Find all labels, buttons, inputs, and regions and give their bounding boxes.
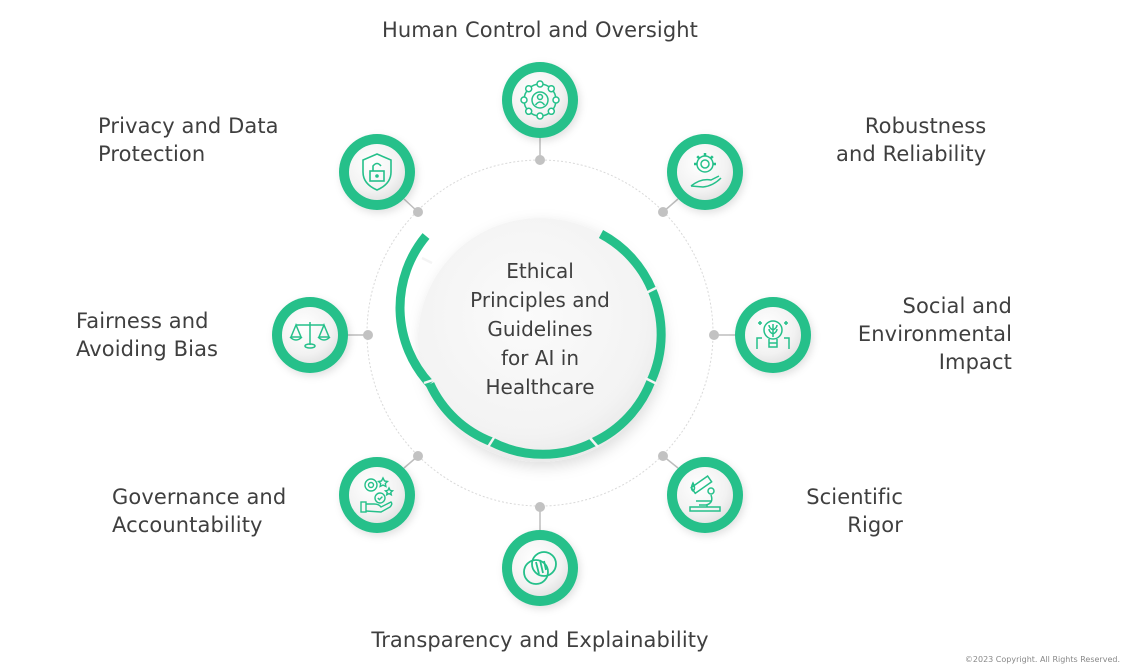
- node-governance[interactable]: [339, 457, 415, 533]
- arc-separators: [421, 256, 659, 448]
- gear-hand-icon: [690, 153, 722, 188]
- label-line: Scientific: [806, 485, 903, 509]
- label-line: Transparency and Explainability: [371, 628, 709, 652]
- node-robustness[interactable]: [667, 134, 743, 210]
- label-privacy: Privacy and Data Protection: [98, 112, 279, 168]
- label-line: Governance and: [112, 485, 287, 509]
- node-human-control[interactable]: [502, 62, 578, 138]
- label-line: Robustness: [864, 114, 987, 138]
- label-governance: Governance and Accountability: [112, 483, 286, 539]
- label-line: Human Control and Oversight: [381, 18, 699, 42]
- network-person-icon: [520, 80, 560, 120]
- lightbulb-leaf-icon: [756, 320, 790, 349]
- label-line: Accountability: [112, 513, 263, 537]
- label-human-control: Human Control and Oversight: [340, 16, 740, 44]
- node-privacy[interactable]: [339, 134, 415, 210]
- node-transparency[interactable]: [502, 530, 578, 606]
- label-line: and Reliability: [836, 142, 987, 166]
- label-social-environmental: Social and Environmental Impact: [858, 292, 1012, 376]
- center-title-line: Principles and: [470, 288, 610, 312]
- overlapping-circles-icon: [523, 551, 557, 585]
- connector-dots: [363, 155, 719, 512]
- center-title-line: for AI in: [500, 346, 580, 370]
- node-fairness[interactable]: [272, 297, 348, 373]
- label-line: Privacy and Data: [98, 114, 279, 138]
- node-scientific-rigor[interactable]: [667, 457, 743, 533]
- center-title-line: Guidelines: [487, 317, 593, 341]
- label-transparency: Transparency and Explainability: [330, 626, 750, 654]
- center-title-line: Healthcare: [485, 375, 595, 399]
- node-social-environmental[interactable]: [735, 297, 811, 373]
- scales-icon: [289, 322, 331, 349]
- center-disc: [418, 218, 662, 462]
- center-title: Ethical Principles and Guidelines for AI…: [440, 257, 640, 402]
- label-line: Rigor: [847, 513, 903, 537]
- copyright-text: ©2023 Copyright. All Rights Reserved.: [964, 655, 1120, 664]
- label-robustness: Robustness and Reliability: [836, 112, 986, 168]
- label-line: Protection: [98, 142, 206, 166]
- label-line: Social and: [902, 294, 1012, 318]
- center-title-line: Ethical: [506, 259, 574, 283]
- center-arc: [395, 230, 666, 459]
- label-line: Avoiding Bias: [76, 337, 219, 361]
- gear-hand-check-icon: [360, 476, 395, 513]
- label-line: Environmental: [857, 322, 1012, 346]
- label-line: Impact: [938, 350, 1012, 374]
- shield-lock-icon: [362, 153, 392, 191]
- label-line: Fairness and: [76, 309, 209, 333]
- label-fairness: Fairness and Avoiding Bias: [76, 307, 218, 363]
- label-scientific-rigor: Scientific Rigor: [806, 483, 903, 539]
- microscope-icon: [689, 475, 721, 512]
